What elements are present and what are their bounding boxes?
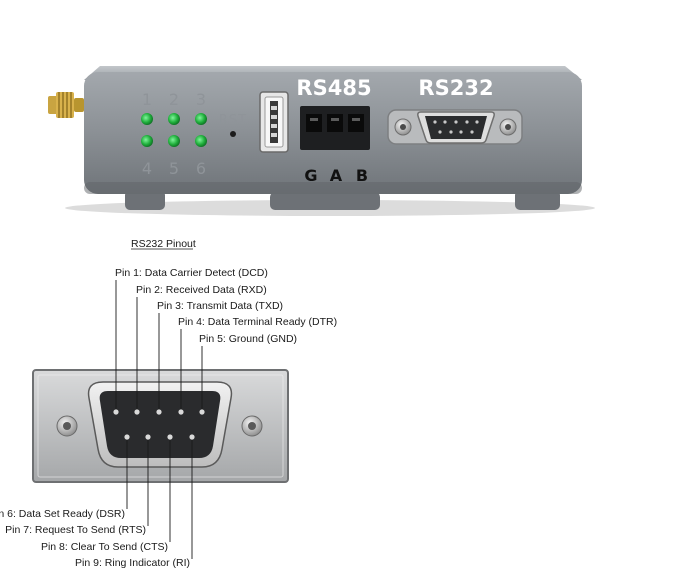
- antenna-connector-icon: [48, 92, 84, 118]
- status-led-1: [141, 113, 153, 125]
- d-sub-insert: [99, 391, 221, 458]
- rs485-terminal-b: B: [356, 166, 368, 185]
- pin-9: [189, 434, 195, 440]
- status-led-3: [195, 113, 207, 125]
- pin-3-label: Pin 3: Transmit Data (TXD): [157, 300, 283, 312]
- led-label: 5: [169, 159, 179, 178]
- rs485-terminal-block: [300, 106, 370, 150]
- pin-7-label: Pin 7: Request To Send (RTS): [5, 524, 146, 536]
- rs485-title: RS485: [296, 76, 371, 100]
- device-foot: [270, 192, 380, 210]
- pin-5: [199, 409, 205, 415]
- device-bottom-edge: [84, 182, 582, 194]
- pin-8-label: Pin 8: Clear To Send (CTS): [41, 541, 168, 553]
- pin-4: [178, 409, 184, 415]
- pin-2: [134, 409, 140, 415]
- pin-7: [145, 434, 151, 440]
- pin-1: [113, 409, 119, 415]
- pin-6-label: Pin 6: Data Set Ready (DSR): [0, 508, 125, 520]
- status-led-6: [195, 135, 207, 147]
- rs485-terminal-g: G: [304, 166, 317, 185]
- bottom-leader-lines: [126, 440, 193, 559]
- led-label: 2: [169, 90, 179, 109]
- device-front-panel: 1 2 3 4 5 6 RST RS485: [48, 66, 595, 216]
- pin-6: [124, 434, 130, 440]
- rs232-title: RS232: [418, 76, 493, 100]
- status-led-4: [141, 135, 153, 147]
- reset-button[interactable]: [230, 131, 236, 137]
- pinout-title: RS232 Pinout: [131, 238, 196, 250]
- pin-5-label: Pin 5: Ground (GND): [199, 333, 297, 345]
- pin-4-label: Pin 4: Data Terminal Ready (DTR): [178, 316, 337, 328]
- rs232-connector-diagram: [32, 369, 289, 483]
- device-foot: [515, 190, 560, 210]
- pin-2-label: Pin 2: Received Data (RXD): [136, 284, 267, 296]
- device-rs232-port: [387, 109, 523, 145]
- pin-1-label: Pin 1: Data Carrier Detect (DCD): [115, 267, 268, 279]
- status-led-5: [168, 135, 180, 147]
- device-foot: [125, 190, 165, 210]
- led-label: 3: [196, 90, 206, 109]
- top-leader-lines: [115, 280, 203, 409]
- pin-3: [156, 409, 162, 415]
- rs485-terminal-a: A: [330, 166, 343, 185]
- led-label: 6: [196, 159, 206, 178]
- status-led-2: [168, 113, 180, 125]
- reset-label: RST: [219, 113, 247, 128]
- pin-8: [167, 434, 173, 440]
- usb-port: [259, 91, 289, 153]
- led-label: 1: [142, 90, 152, 109]
- led-label: 4: [142, 159, 152, 178]
- pin-9-label: Pin 9: Ring Indicator (RI): [75, 557, 190, 569]
